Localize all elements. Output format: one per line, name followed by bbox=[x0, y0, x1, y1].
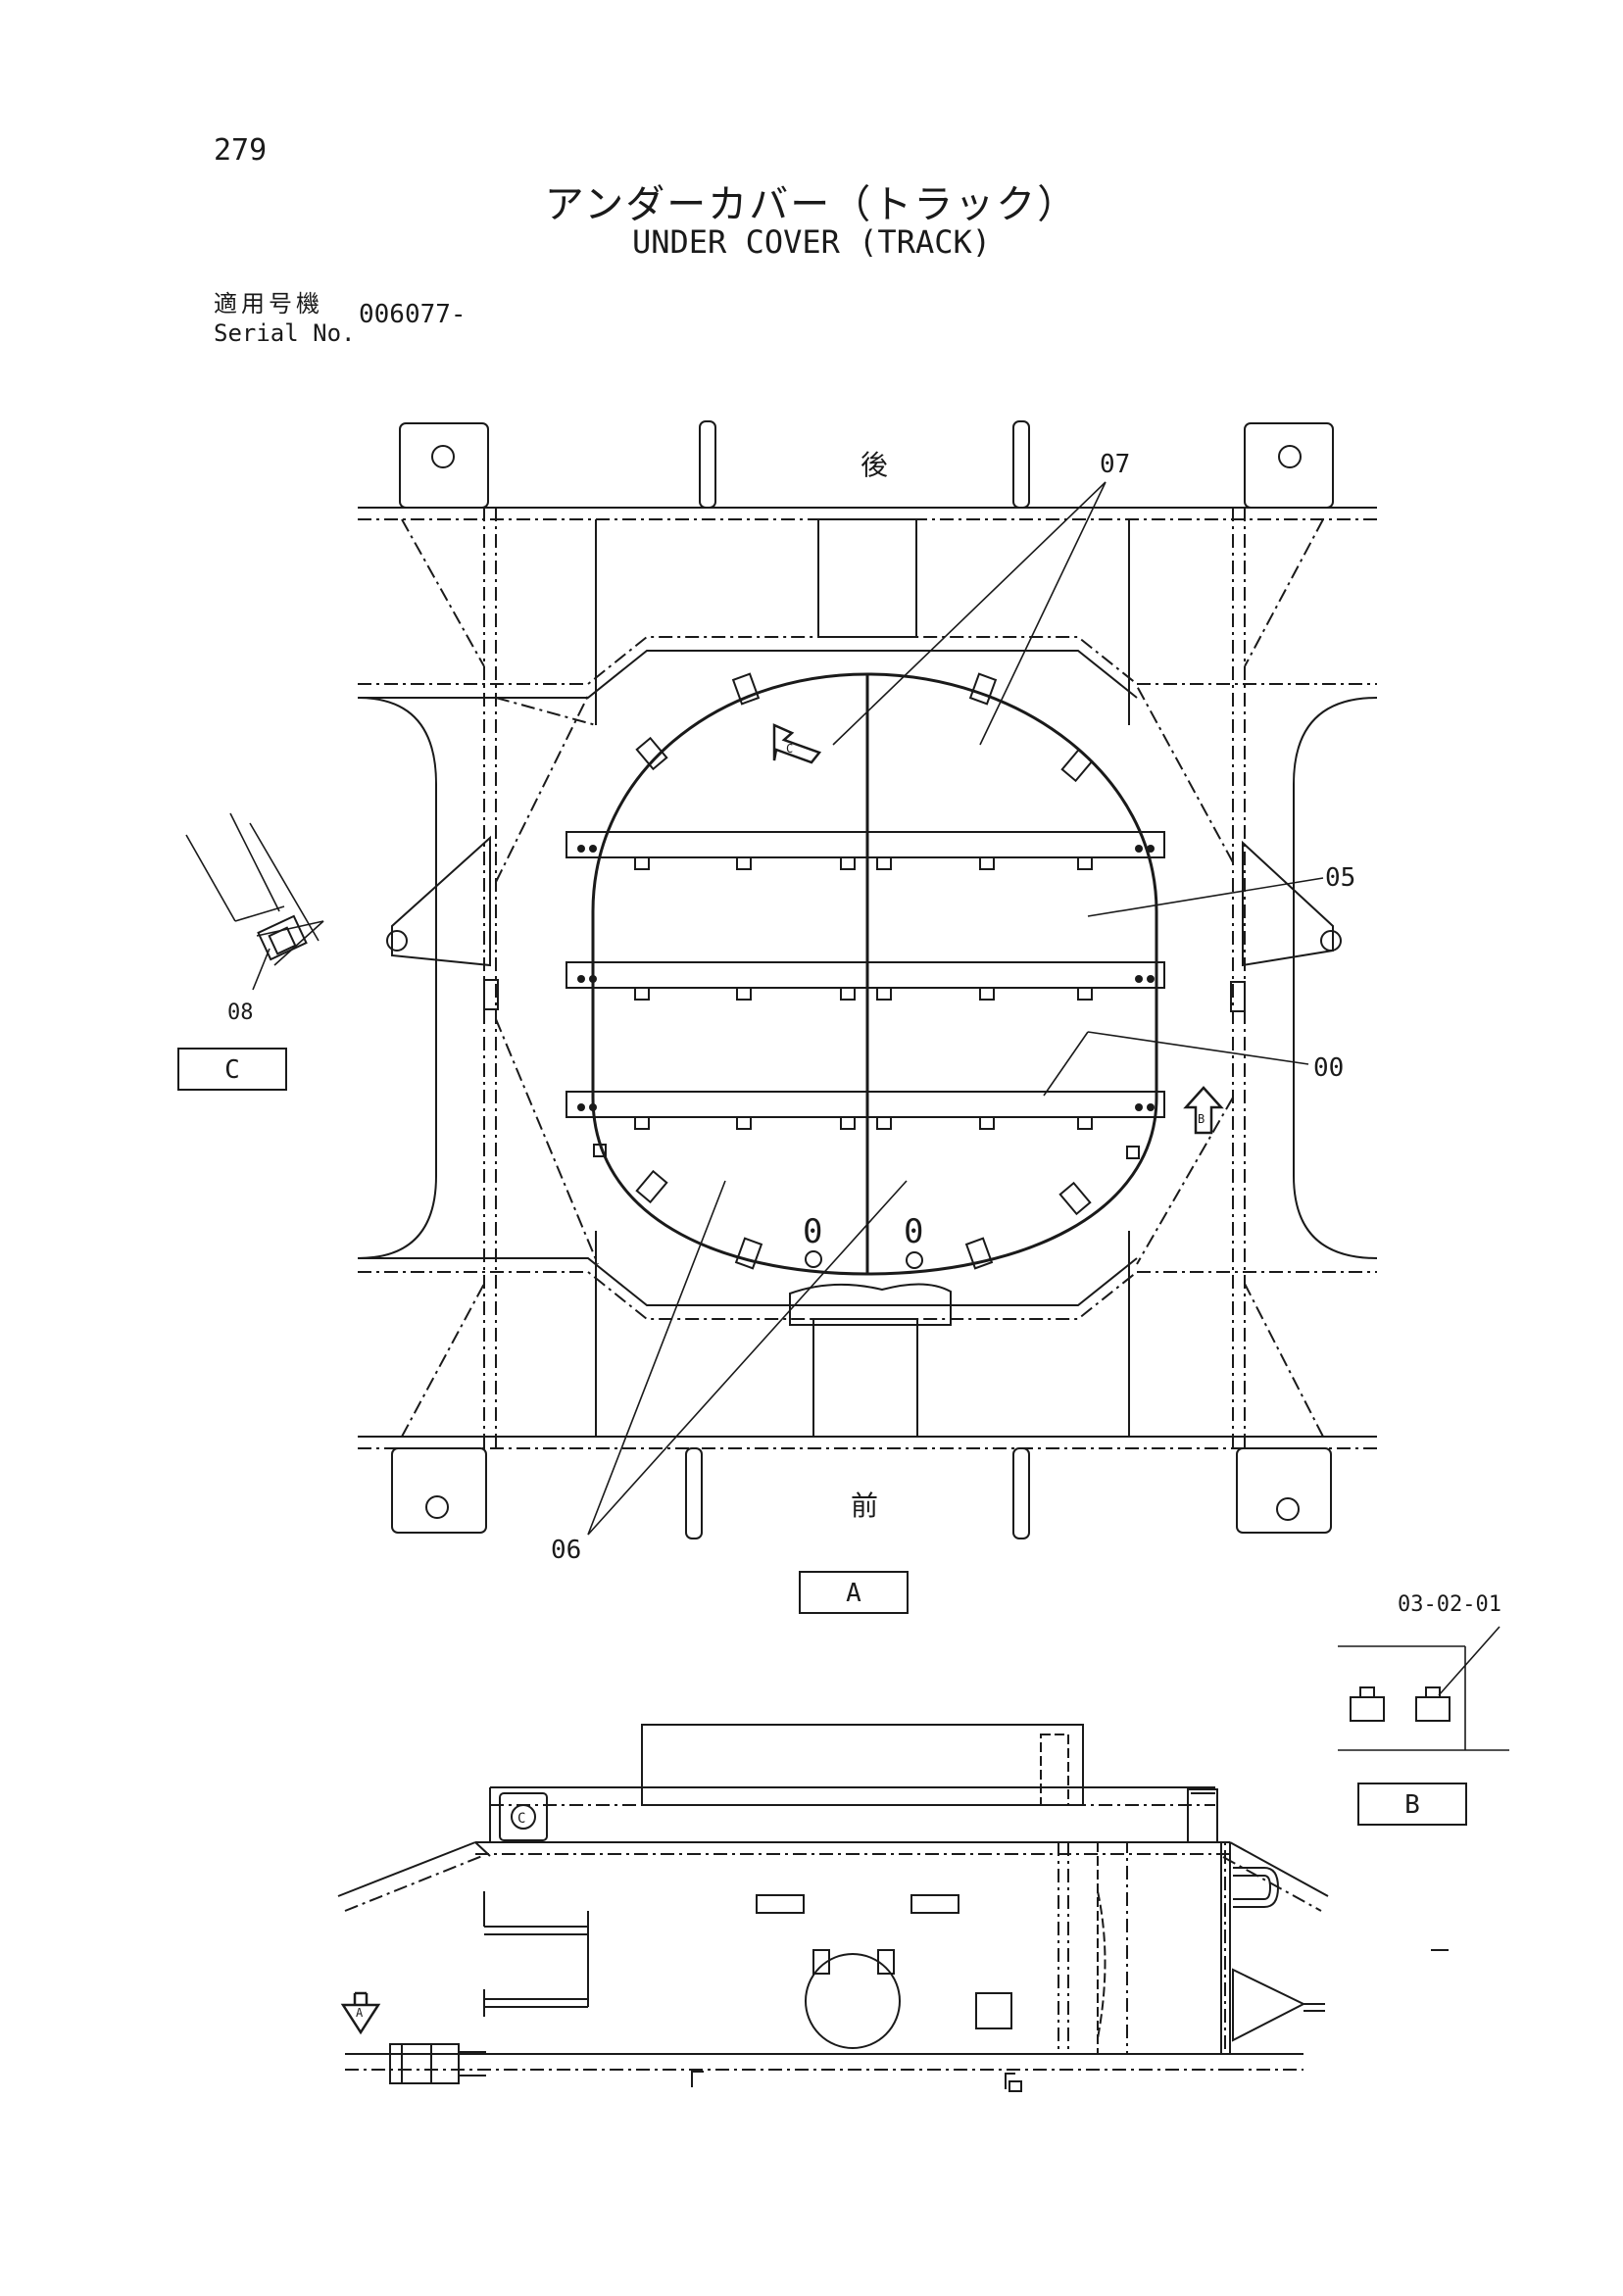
page-title-japanese: アンダーカバー（トラック） bbox=[544, 182, 1079, 227]
serial-label-english: Serial No. bbox=[214, 319, 356, 347]
side-view bbox=[337, 1724, 1329, 2092]
page-number: 279 bbox=[214, 133, 268, 168]
callout-00: 00 bbox=[1313, 1053, 1344, 1083]
callout-06: 06 bbox=[551, 1536, 581, 1565]
hole-mark-left: 0 bbox=[803, 1212, 822, 1251]
view-a-label: A bbox=[846, 1579, 861, 1608]
page-title-english: UNDER COVER (TRACK) bbox=[631, 223, 992, 261]
callout-07: 07 bbox=[1100, 450, 1130, 479]
view-c-detail bbox=[185, 812, 324, 991]
arrow-c-icon bbox=[772, 723, 822, 764]
arrow-b-letter: B bbox=[1198, 1112, 1205, 1126]
rear-label: 後 bbox=[861, 449, 888, 481]
view-a-label-box bbox=[799, 1571, 909, 1614]
hole-mark-right: 0 bbox=[904, 1212, 923, 1251]
callout-08: 08 bbox=[227, 1001, 254, 1025]
arrow-a-icon bbox=[340, 1991, 381, 2035]
front-label: 前 bbox=[851, 1490, 878, 1522]
view-b-label-box bbox=[1357, 1783, 1467, 1826]
view-c-label: C bbox=[224, 1055, 240, 1085]
view-a-cover bbox=[566, 672, 1165, 1326]
arrow-b-icon bbox=[1183, 1086, 1224, 1135]
callout-05: 05 bbox=[1325, 863, 1355, 893]
serial-number-value: 006077- bbox=[359, 300, 467, 329]
serial-label-japanese: 適用号機 bbox=[214, 290, 323, 318]
arrow-a-letter: A bbox=[356, 2006, 364, 2020]
view-b-detail bbox=[1338, 1626, 1509, 1751]
view-a-frame bbox=[357, 420, 1378, 1539]
view-b-label: B bbox=[1404, 1790, 1420, 1820]
view-a-leaders bbox=[587, 481, 1324, 1536]
callout-03-02-01: 03-02-01 bbox=[1398, 1592, 1501, 1617]
cap-c-letter: C bbox=[517, 1811, 525, 1827]
arrow-c-letter: C bbox=[786, 742, 793, 756]
view-c-label-box bbox=[177, 1048, 287, 1091]
